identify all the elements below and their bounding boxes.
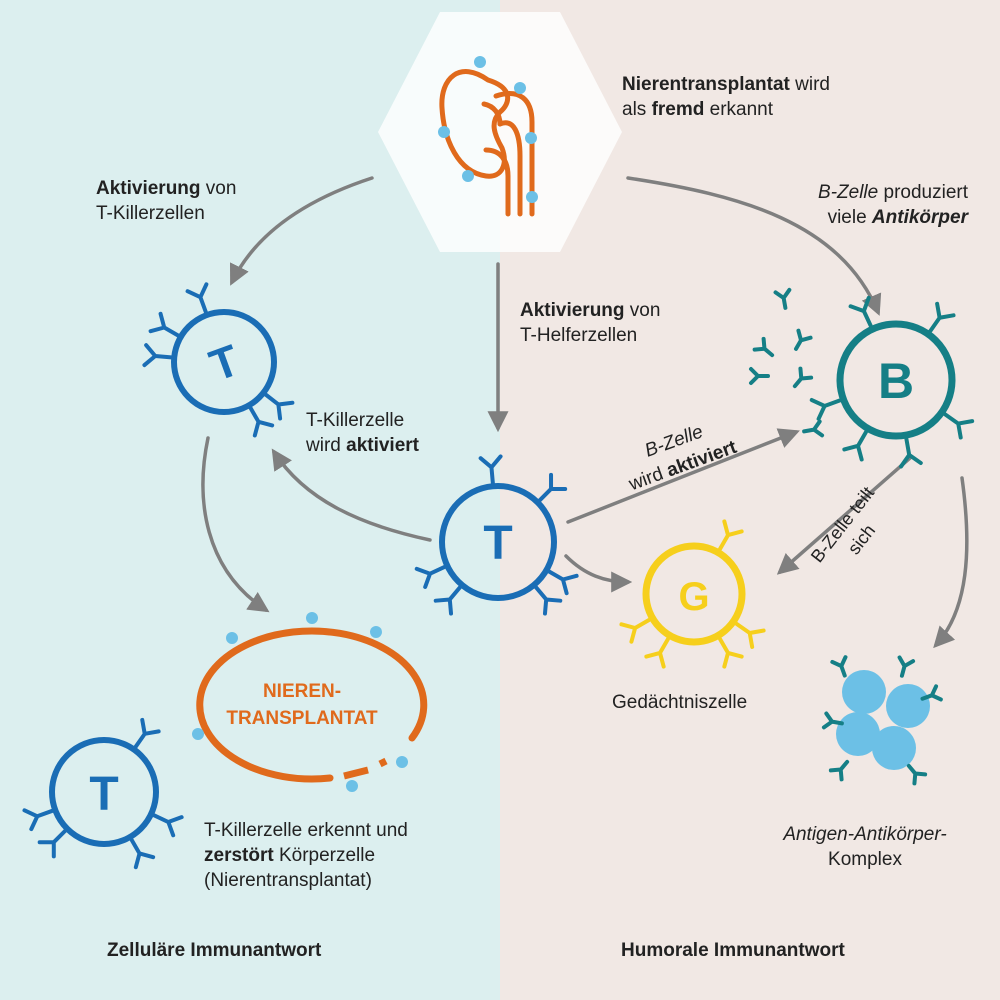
memory-label: Gedächtniszelle (612, 692, 748, 713)
kidney-icon (439, 69, 535, 217)
activation-helper-label: Aktivierung von T-Helferzellen (520, 300, 661, 346)
activation-killer-label: Aktivierung von T-Killerzellen (96, 178, 237, 224)
b-produces-label: B-Zelle produziert viele Antikörper (818, 182, 968, 228)
footer-right: Humorale Immunantwort (621, 940, 845, 961)
t-helper-cell: T (414, 454, 579, 616)
arrow-b-to-complex (933, 476, 969, 649)
transplant-cell: NIEREN- TRANSPLANTAT (192, 612, 428, 792)
kidney-hexagon (378, 12, 622, 252)
arrow-helper-to-b (566, 428, 800, 524)
t-killer-cell-bottom: T (22, 717, 184, 870)
b-cell-letter: B (878, 353, 914, 409)
arrow-killer-to-transplant (201, 436, 270, 613)
t-killer-bottom-letter: T (89, 768, 118, 821)
kidney-recognized-label: Nierentransplantat wird als fremd erkann… (622, 74, 830, 120)
arrow-b-to-memory (776, 456, 912, 575)
arrows (201, 176, 969, 649)
memory-cell-letter: G (678, 575, 709, 619)
arrow-helper-to-memory (564, 554, 633, 593)
b-cell: B (809, 295, 975, 469)
killer-activated-label: T-Killerzelle wird aktiviert (306, 410, 419, 456)
complex-label: Antigen-Antikörper- Komplex (783, 824, 947, 870)
footer-left: Zelluläre Immunantwort (107, 940, 322, 961)
arrow-to-b-cell (626, 176, 882, 316)
arrow-to-t-killer (229, 176, 374, 286)
memory-cell: G (619, 519, 766, 669)
arrow-helper-to-killer (271, 448, 432, 542)
transplant-label-line2: TRANSPLANTAT (226, 708, 378, 729)
antigen-antibody-complex (821, 655, 943, 786)
transplant-label-line1: NIEREN- (263, 681, 341, 702)
kidney-antigens (438, 56, 538, 203)
t-helper-letter: T (483, 517, 512, 570)
killer-destroys-label: T-Killerzelle erkennt und zerstört Körpe… (204, 820, 408, 891)
